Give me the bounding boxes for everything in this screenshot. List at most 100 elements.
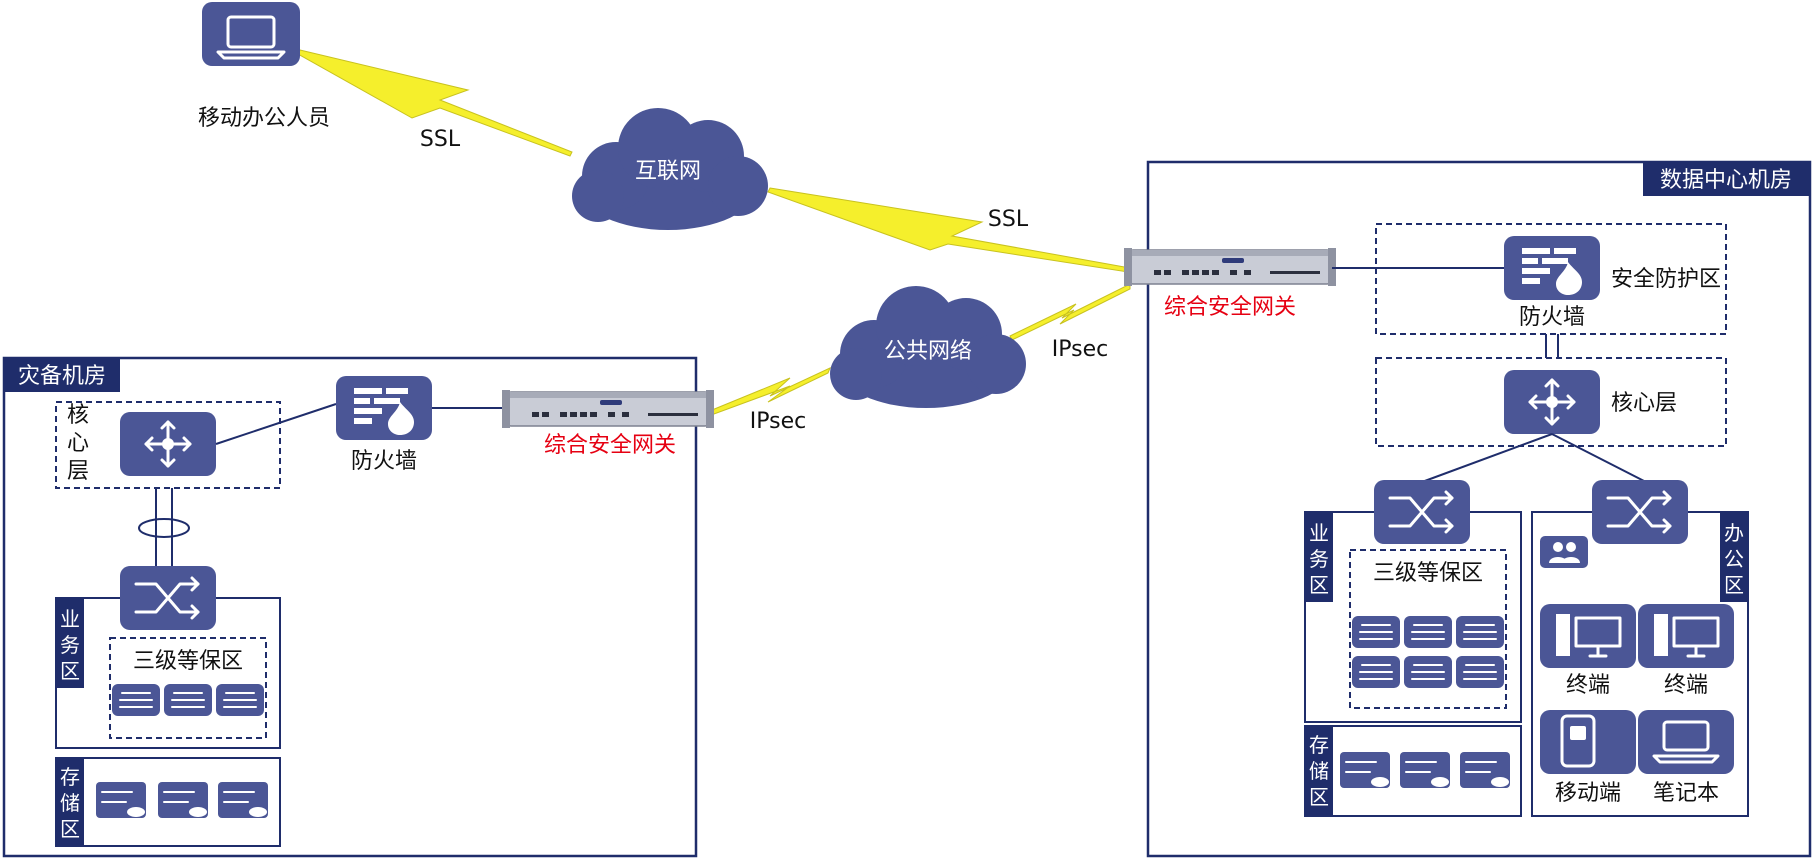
svg-text:区: 区 <box>1309 573 1329 597</box>
dr-level3-zone-frame <box>109 637 267 739</box>
mobile-end-label: 移动端 <box>1555 781 1621 806</box>
dc-level3-zone-label: 三级等保区 <box>1373 561 1483 586</box>
svg-text:业: 业 <box>1309 521 1329 545</box>
svg-text:区: 区 <box>60 817 80 841</box>
firewall-icon <box>1504 236 1600 300</box>
ssl-link-right <box>767 187 1131 273</box>
dc-level3-zone-frame <box>1349 549 1507 709</box>
laptop-icon <box>1638 710 1734 774</box>
router-hub <box>1546 396 1558 408</box>
svg-text:务: 务 <box>60 633 80 657</box>
svg-text:层: 层 <box>67 459 89 484</box>
router-hub <box>162 438 174 450</box>
mobile-end: 移动端 <box>1540 710 1636 806</box>
dr-room-frame <box>2 356 698 858</box>
users-icon <box>1540 536 1588 568</box>
dc-storage-zone-label: 存 储 区 <box>1309 733 1329 809</box>
dr-gateway-label: 综合安全网关 <box>544 433 676 458</box>
svg-text:区: 区 <box>1724 573 1744 597</box>
dc-core-layer-label: 核心层 <box>1611 391 1677 416</box>
core-business-switch-link <box>1421 433 1553 483</box>
core-firewall-link <box>215 403 337 445</box>
laptop-icon <box>202 2 300 66</box>
dr-room-title: 灾备机房 <box>18 364 106 389</box>
dc-storage-devices <box>1340 752 1510 788</box>
ssl-label-right: SSL <box>988 207 1029 232</box>
dr-storage-zone-label: 存 储 区 <box>60 765 80 841</box>
svg-text:务: 务 <box>1309 547 1329 571</box>
dc-room-title-tag <box>1643 162 1810 196</box>
dr-business-zone-label: 业 务 区 <box>60 607 80 683</box>
svg-text:储: 储 <box>60 791 80 815</box>
dc-gateway-label: 综合安全网关 <box>1164 295 1296 320</box>
dr-level3-zone-label: 三级等保区 <box>133 649 243 674</box>
laptop-label: 笔记本 <box>1653 781 1719 806</box>
desktop-icon <box>1540 604 1636 668</box>
tablet-icon <box>1540 710 1636 774</box>
dc-office-zone-tag <box>1720 512 1748 602</box>
server-icon <box>164 684 212 716</box>
server-icon <box>1352 616 1400 648</box>
ssl-label-left: SSL <box>420 127 461 152</box>
terminal-2-label: 终端 <box>1664 673 1708 698</box>
storage-icon <box>1400 752 1450 788</box>
svg-text:区: 区 <box>1309 785 1329 809</box>
dr-level3-servers <box>112 684 264 716</box>
public-network-label: 公共网络 <box>884 339 972 364</box>
dr-storage-devices <box>96 782 268 818</box>
laptop-device: 笔记本 <box>1638 710 1734 806</box>
terminal-2: 终端 <box>1638 604 1734 698</box>
ipsec-link-left <box>711 367 831 415</box>
svg-text:储: 储 <box>1309 759 1329 783</box>
server-icon <box>1456 656 1504 688</box>
ipsec-label-left: IPsec <box>750 409 806 434</box>
svg-text:存: 存 <box>1309 733 1329 757</box>
dc-room-title: 数据中心机房 <box>1660 168 1792 193</box>
svg-text:区: 区 <box>60 659 80 683</box>
ssl-link-top <box>297 49 573 157</box>
core-office-switch-link <box>1551 433 1647 483</box>
ipsec-link-right <box>1009 283 1131 341</box>
server-icon <box>1456 616 1504 648</box>
firewall-icon <box>336 376 432 440</box>
dc-business-zone-tag <box>1305 512 1333 602</box>
mobile-office-user-label: 移动办公人员 <box>198 106 330 131</box>
storage-icon <box>1340 752 1390 788</box>
dc-core-zone-frame <box>1375 357 1727 447</box>
dr-core-layer-label: 核 心 层 <box>67 403 89 484</box>
dc-level3-servers <box>1352 616 1504 688</box>
dc-storage-zone-tag <box>1305 726 1333 816</box>
desktop-icon <box>1638 604 1734 668</box>
link-aggregation-ring <box>138 518 190 538</box>
dc-gateway-device <box>1123 247 1337 287</box>
svg-text:核: 核 <box>67 403 89 428</box>
dr-core-zone-frame <box>55 401 281 489</box>
dr-gateway-device <box>501 389 715 429</box>
svg-text:存: 存 <box>60 765 80 789</box>
dr-firewall-label: 防火墙 <box>351 449 417 474</box>
ipsec-label-right: IPsec <box>1052 337 1108 362</box>
terminal-1-label: 终端 <box>1566 673 1610 698</box>
dr-business-zone-tag <box>56 598 84 688</box>
svg-text:公: 公 <box>1724 547 1744 571</box>
dr-storage-zone-tag <box>56 758 84 846</box>
security-zone-label: 安全防护区 <box>1611 267 1721 292</box>
storage-icon <box>1460 752 1510 788</box>
storage-icon <box>96 782 146 818</box>
internet-label: 互联网 <box>635 159 701 184</box>
dc-firewall-label: 防火墙 <box>1519 305 1585 330</box>
server-icon <box>1352 656 1400 688</box>
dc-room-frame <box>1146 160 1812 858</box>
storage-icon <box>218 782 268 818</box>
server-icon <box>112 684 160 716</box>
svg-text:心: 心 <box>67 431 89 456</box>
security-zone-frame <box>1375 223 1727 335</box>
dc-office-zone-label: 办 公 区 <box>1724 521 1744 597</box>
svg-text:业: 业 <box>60 607 80 631</box>
server-icon <box>1404 656 1452 688</box>
dr-room-title-tag <box>4 358 120 392</box>
server-icon <box>1404 616 1452 648</box>
storage-icon <box>158 782 208 818</box>
svg-text:办: 办 <box>1724 521 1744 545</box>
